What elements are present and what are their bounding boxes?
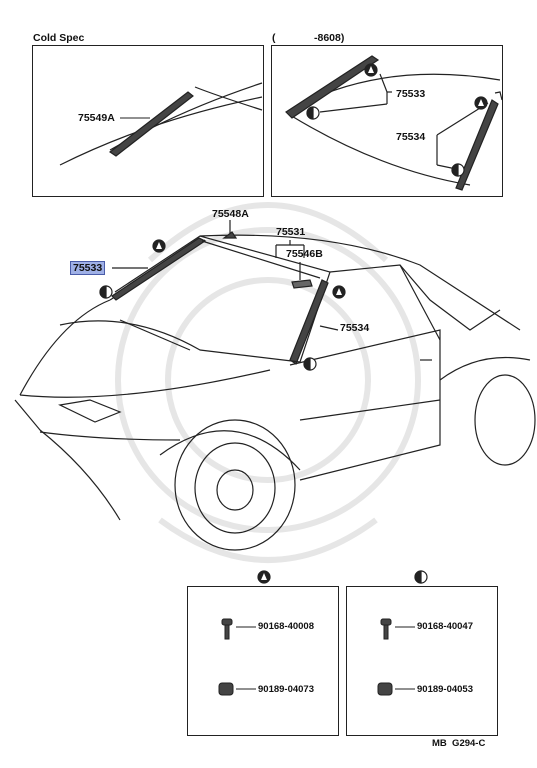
legend-left-panel [187,586,339,736]
cold-spec-panel [32,45,264,197]
bolt-icon [380,618,392,626]
legend-right-panel [346,586,498,736]
nut-icon [377,682,393,696]
footer-code: MB G294-C [432,738,486,749]
early-title-open: ( [272,32,276,44]
part-label-75533-early: 75533 [396,88,426,100]
part-label-75533-highlighted[interactable]: 75533 [70,261,106,275]
part-label-75549a: 75549A [78,112,115,124]
part-label-75531: 75531 [276,226,306,238]
nut-icon [218,682,234,696]
early-title-close: -8608) [314,32,345,44]
part-label-75534-early: 75534 [396,131,426,143]
part-label-75534: 75534 [340,322,370,334]
part-label-75548a: 75548A [212,208,249,220]
legend-right-part-a: 90168-40047 [417,621,473,632]
cold-spec-title: Cold Spec [33,32,85,44]
bolt-icon [221,618,233,626]
legend-left-part-b: 90189-04073 [258,684,314,695]
legend-right-part-b: 90189-04053 [417,684,473,695]
legend-left-part-a: 90168-40008 [258,621,314,632]
part-label-75546b: 75546B [286,248,323,260]
